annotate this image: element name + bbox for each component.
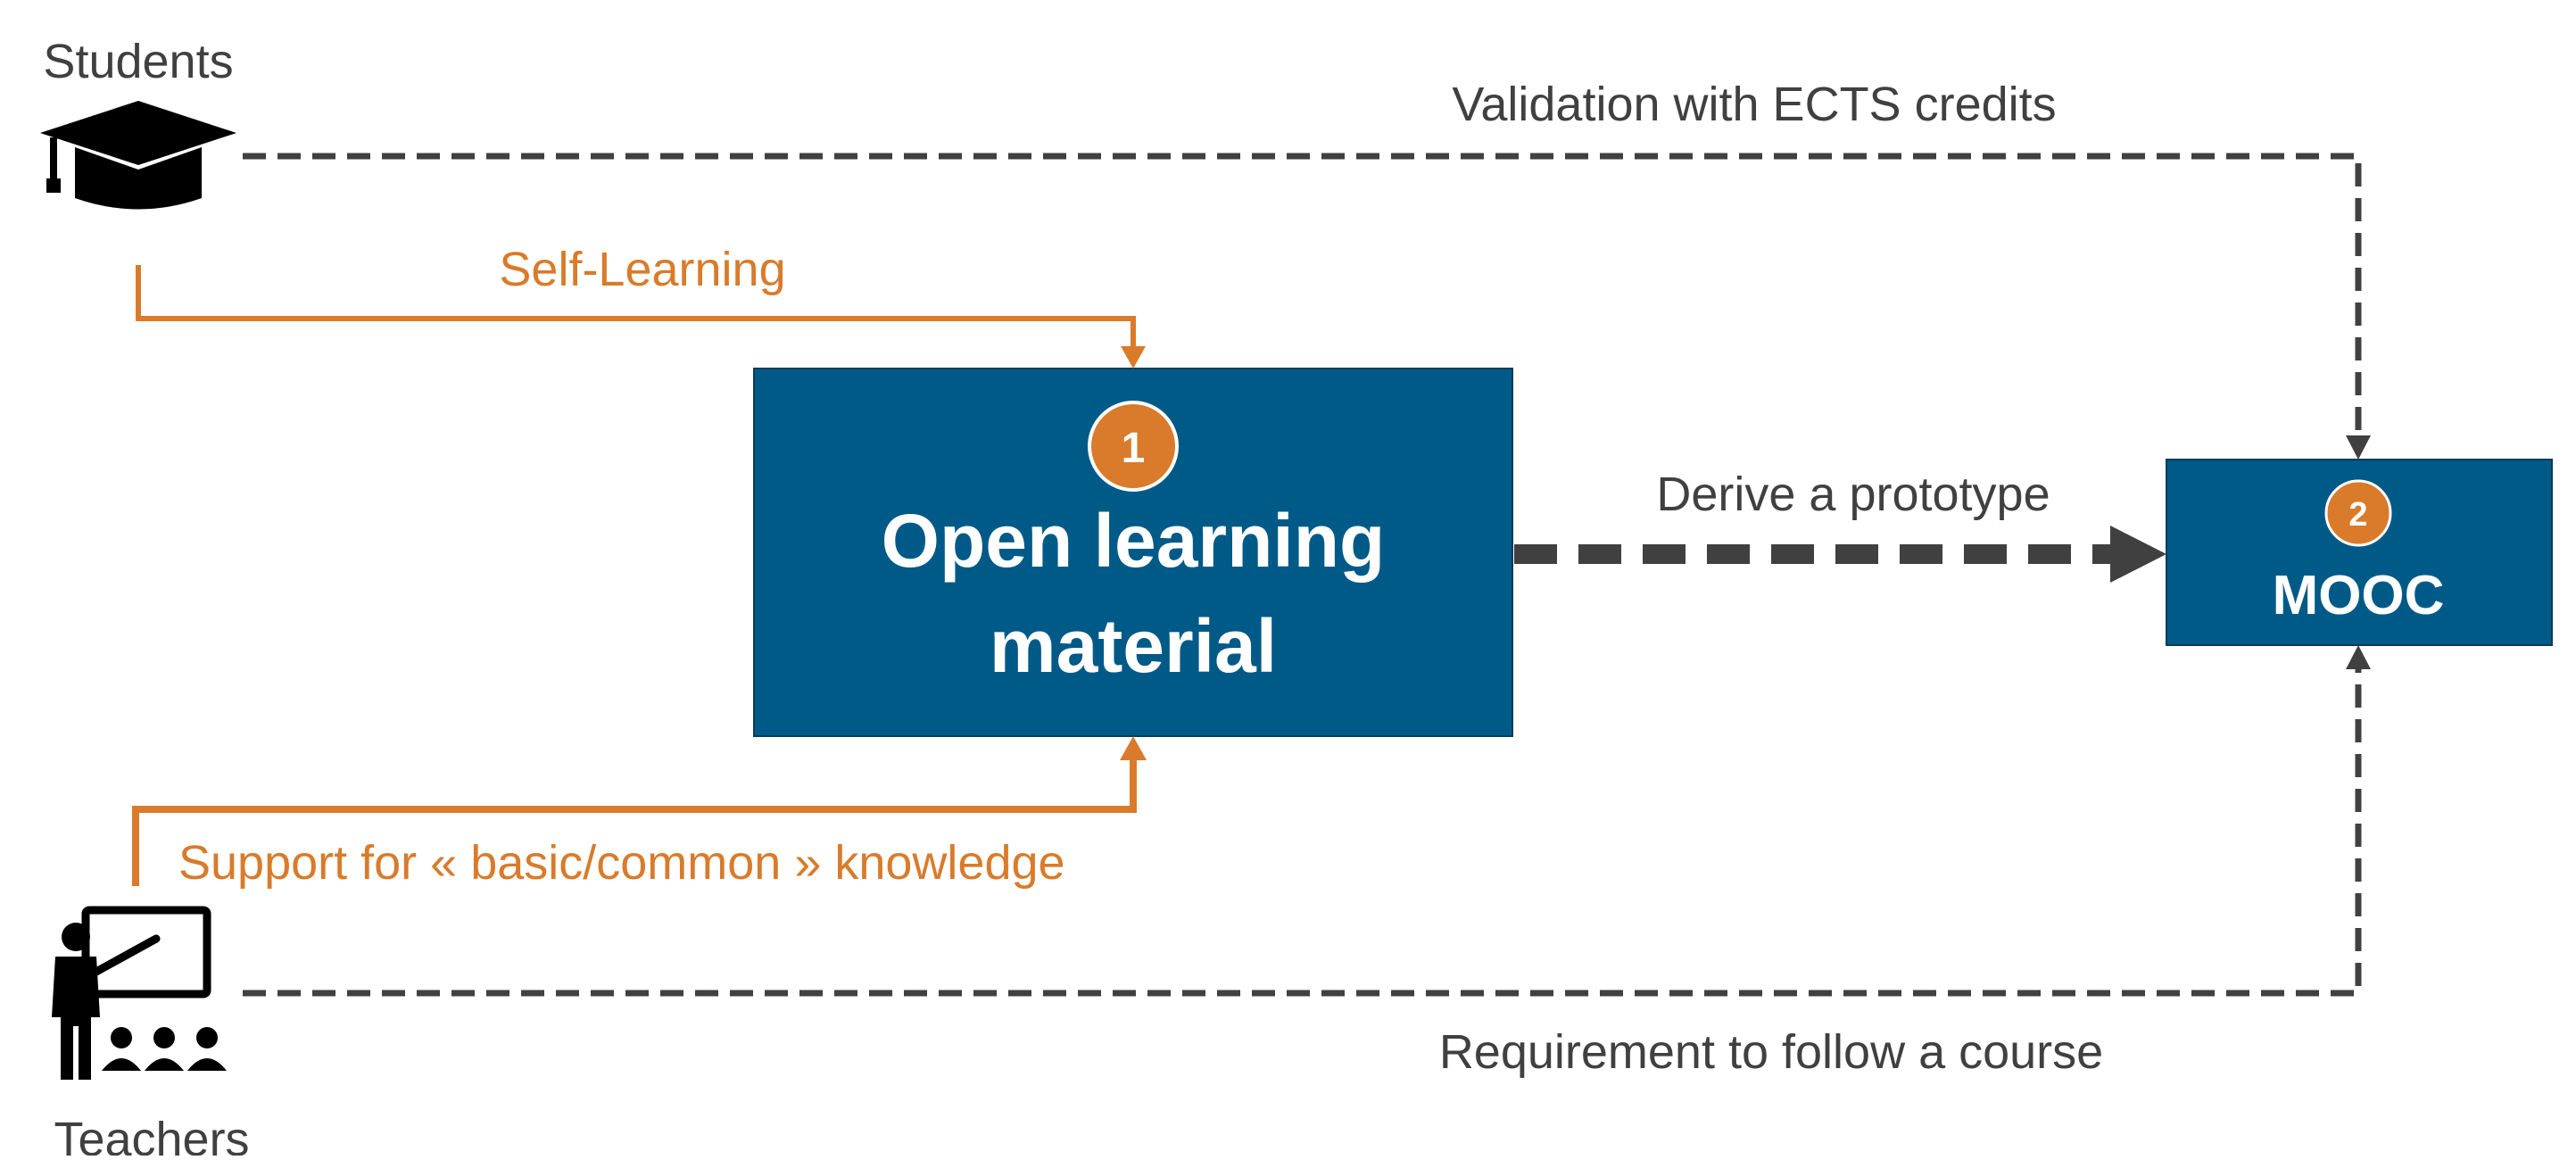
requirement-arrow bbox=[243, 669, 2362, 997]
requirement-label: Requirement to follow a course bbox=[1439, 1025, 2103, 1079]
validation-arrow bbox=[243, 153, 2362, 435]
validation-label: Validation with ECTS credits bbox=[1452, 78, 2056, 131]
graduation-cap-icon bbox=[40, 101, 236, 210]
open-learning-number: 1 bbox=[1122, 425, 1146, 472]
support-label: Support for « basic/common » knowledge bbox=[178, 836, 1065, 890]
requirement-arrowhead bbox=[2346, 645, 2371, 669]
mooc-number: 2 bbox=[2348, 496, 2367, 534]
teachers-label: Teachers bbox=[54, 1113, 249, 1156]
students-label: Students bbox=[43, 35, 233, 88]
derive-label: Derive a prototype bbox=[1656, 468, 2050, 521]
support-arrow bbox=[132, 758, 1137, 886]
support-arrowhead bbox=[1120, 736, 1147, 760]
self-learning-label: Self-Learning bbox=[499, 243, 785, 296]
open-learning-title-line1: Open learning bbox=[882, 499, 1386, 583]
derive-arrowhead bbox=[2110, 526, 2166, 583]
open-learning-title-line2: material bbox=[990, 604, 1277, 688]
validation-arrowhead bbox=[2346, 435, 2371, 460]
open-learning-number-badge bbox=[1088, 401, 1179, 492]
mooc-title: MOOC bbox=[2273, 565, 2445, 626]
teacher-presentation-icon bbox=[52, 906, 227, 1080]
self-learning-arrow bbox=[136, 265, 1136, 348]
self-learning-arrowhead bbox=[1121, 346, 1146, 369]
mooc-number-badge bbox=[2324, 479, 2392, 547]
